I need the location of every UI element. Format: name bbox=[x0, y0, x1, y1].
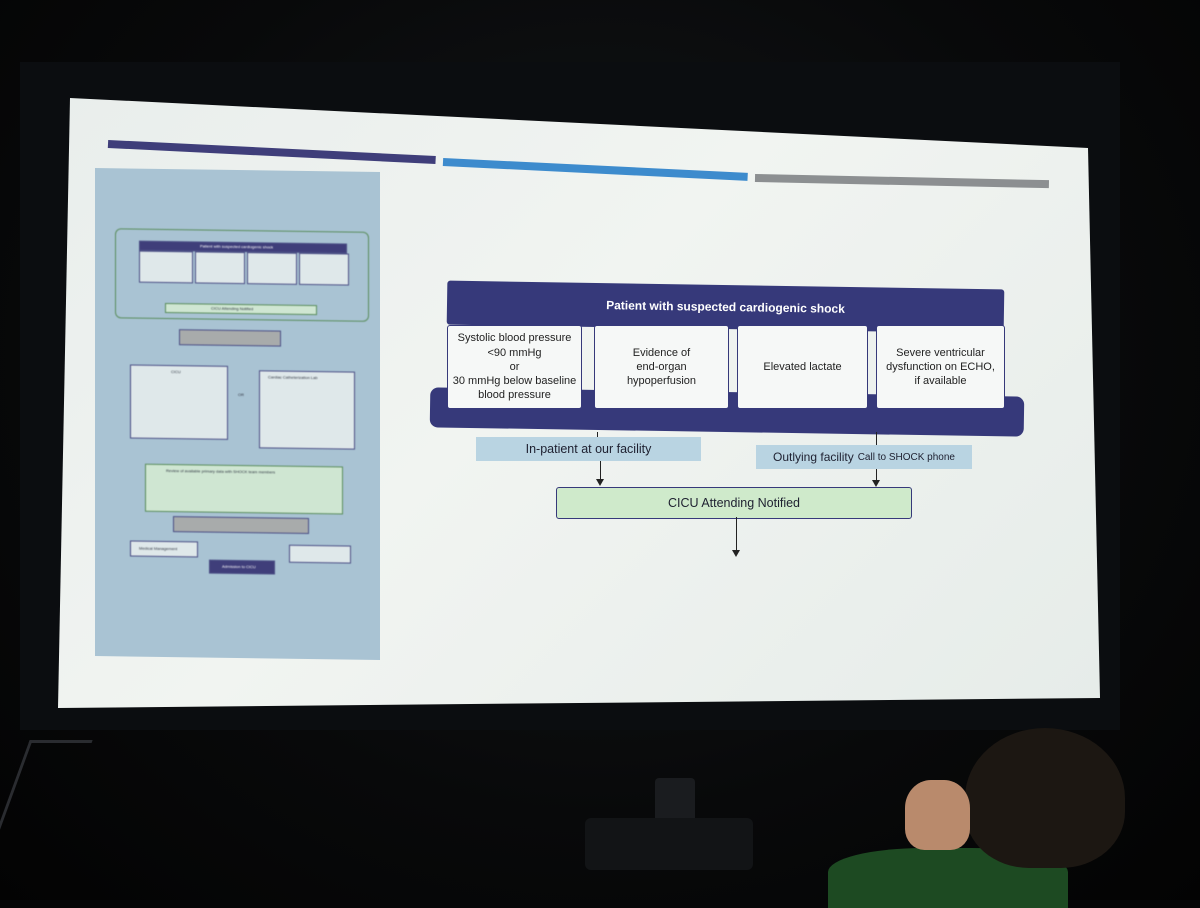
projector-lens bbox=[655, 778, 695, 822]
mini-flowchart: Patient with suspected cardiogenic shock… bbox=[95, 168, 380, 660]
audience-member-hand bbox=[905, 780, 970, 850]
connector-line bbox=[597, 432, 599, 438]
criterion-end-organ-hypoperfusion: Evidence of end-organ hypoperfusion bbox=[594, 325, 729, 409]
criterion-elevated-lactate: Elevated lactate bbox=[737, 325, 868, 409]
connector-line bbox=[876, 432, 878, 446]
mini-criterion-4 bbox=[299, 252, 349, 286]
arrow-down-icon bbox=[596, 479, 604, 486]
projector bbox=[585, 818, 753, 870]
cicu-attending-notified: CICU Attending Notified bbox=[556, 487, 912, 519]
mini-criterion-1 bbox=[139, 250, 193, 284]
mini-criterion-2 bbox=[195, 251, 245, 285]
arrow-down-icon bbox=[872, 480, 880, 487]
mini-right-box: Cardiac Catheterization Lab bbox=[259, 370, 355, 450]
mini-medical-box: Medical Management bbox=[130, 540, 198, 558]
mini-left-box: CICU bbox=[130, 364, 228, 440]
shock-phone-text: Call to SHOCK phone bbox=[857, 451, 955, 463]
connector-line bbox=[736, 517, 738, 551]
connector-line bbox=[876, 469, 878, 481]
audience-member-head bbox=[965, 728, 1125, 868]
outlying-facility-label: Outlying facility Call to SHOCK phone bbox=[756, 445, 972, 469]
mini-review-box: Review of available primary data with SH… bbox=[145, 463, 343, 515]
arrow-down-icon bbox=[732, 550, 740, 557]
outlying-facility-text: Outlying facility bbox=[773, 450, 854, 464]
criterion-systolic-bp: Systolic blood pressure <90 mmHg or 30 m… bbox=[447, 325, 582, 409]
mini-or: OR bbox=[238, 392, 244, 398]
mini-decision-box bbox=[173, 516, 309, 534]
connector-line bbox=[600, 461, 602, 481]
criterion-ventricular-dysfunction: Severe ventricular dysfunction on ECHO, … bbox=[876, 325, 1005, 409]
mini-criterion-3 bbox=[247, 252, 297, 285]
mini-admission-box: Admission to CICU bbox=[209, 559, 275, 575]
mini-initiation-box bbox=[289, 544, 351, 564]
mini-cicu: CICU Attending Notified bbox=[165, 302, 317, 316]
mini-gray-box bbox=[179, 329, 281, 347]
inpatient-label: In-patient at our facility bbox=[476, 437, 701, 461]
